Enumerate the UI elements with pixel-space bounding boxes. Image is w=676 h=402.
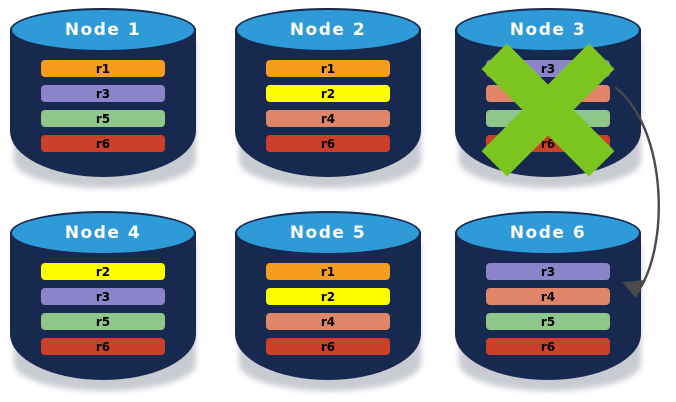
replica-bar[interactable]: r6	[486, 338, 610, 355]
replica-bar[interactable]: r3	[41, 85, 165, 102]
replica-list: r3 r4 r5 r6	[486, 263, 610, 355]
replica-bar[interactable]: r6	[41, 135, 165, 152]
node-label: Node 6	[509, 223, 587, 243]
replica-bar[interactable]: r5	[41, 110, 165, 127]
cylinder-body	[235, 29, 421, 177]
replica-list: r1 r2 r4 r6	[266, 263, 390, 355]
node-4[interactable]: r2 r3 r5 r6 Node 4	[10, 211, 196, 391]
cylinder-body	[10, 232, 196, 380]
cylinder-body	[235, 232, 421, 380]
replica-bar[interactable]: r6	[266, 338, 390, 355]
node-label: Node 4	[64, 223, 142, 243]
node-label: Node 1	[64, 20, 142, 40]
cylinder-top	[235, 211, 421, 255]
replica-bar[interactable]: r4	[486, 85, 610, 102]
replica-bar[interactable]: r1	[266, 263, 390, 280]
replica-bar[interactable]: r1	[41, 60, 165, 77]
replica-bar[interactable]: r4	[266, 313, 390, 330]
replica-bar[interactable]: r4	[486, 288, 610, 305]
replica-bar[interactable]: r6	[486, 135, 610, 152]
replica-list: r2 r3 r5 r6	[41, 263, 165, 355]
replica-bar[interactable]: r3	[41, 288, 165, 305]
node-3[interactable]: r3 r4 r5 r6 Node 3	[455, 8, 641, 188]
replica-bar[interactable]: r1	[266, 60, 390, 77]
node-1[interactable]: r1 r3 r5 r6 Node 1	[10, 8, 196, 188]
replica-list: r3 r4 r5 r6	[486, 60, 610, 152]
replica-list: r1 r3 r5 r6	[41, 60, 165, 152]
replica-bar[interactable]: r5	[486, 110, 610, 127]
replica-bar[interactable]: r2	[266, 288, 390, 305]
cylinder-top	[10, 8, 196, 52]
replica-bar[interactable]: r6	[41, 338, 165, 355]
replica-bar[interactable]: r6	[266, 135, 390, 152]
replica-list: r1 r2 r4 r6	[266, 60, 390, 152]
node-label: Node 2	[289, 20, 367, 40]
node-label: Node 3	[509, 20, 587, 40]
cylinder-body	[455, 232, 641, 380]
node-5[interactable]: r1 r2 r4 r6 Node 5	[235, 211, 421, 391]
node-6[interactable]: r3 r4 r5 r6 Node 6	[455, 211, 641, 391]
cylinder-top	[235, 8, 421, 52]
replica-bar[interactable]: r3	[486, 60, 610, 77]
cylinder-body	[10, 29, 196, 177]
replica-bar[interactable]: r2	[41, 263, 165, 280]
replica-bar[interactable]: r2	[266, 85, 390, 102]
replica-bar[interactable]: r5	[41, 313, 165, 330]
node-label: Node 5	[289, 223, 367, 243]
cylinder-top	[10, 211, 196, 255]
replica-bar[interactable]: r4	[266, 110, 390, 127]
replica-bar[interactable]: r5	[486, 313, 610, 330]
replica-bar[interactable]: r3	[486, 263, 610, 280]
node-2[interactable]: r1 r2 r4 r6 Node 2	[235, 8, 421, 188]
